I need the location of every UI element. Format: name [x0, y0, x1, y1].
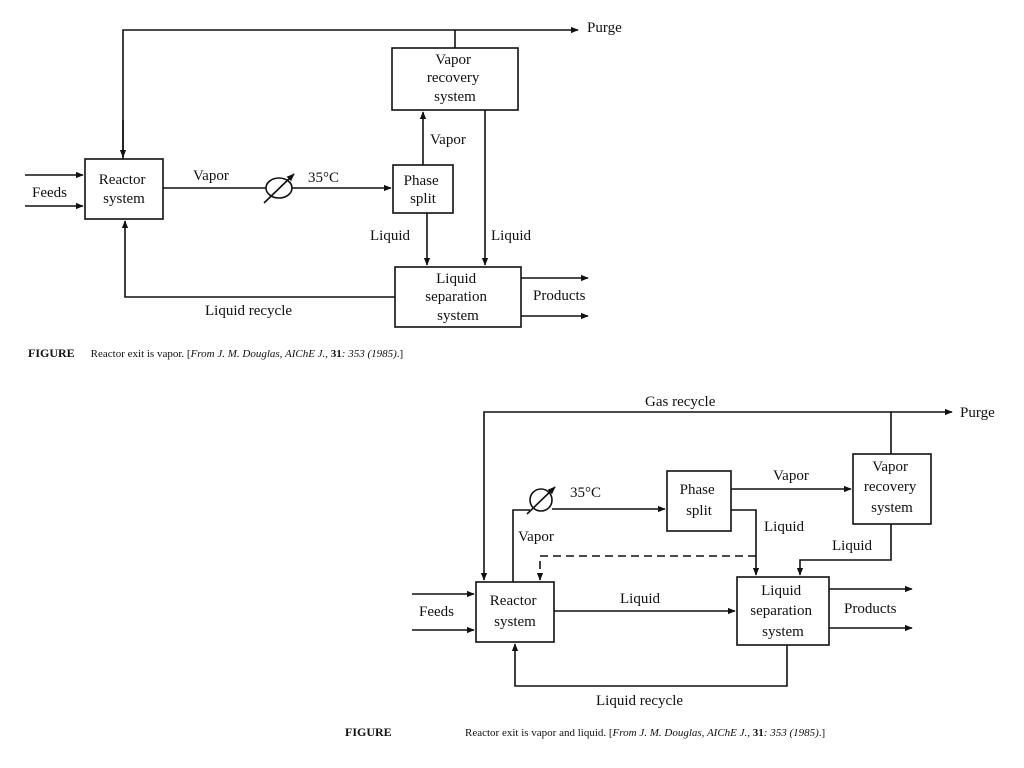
figure-1-caption: FIGURE Reactor exit is vapor. [From J. M… — [28, 344, 403, 361]
products-label: Products — [844, 601, 897, 617]
vapor-recovery-system-box — [852, 453, 932, 525]
reactor-box-label: Reactor system — [99, 172, 149, 207]
feeds-label: Feeds — [32, 185, 67, 201]
vapor-mid-label: Vapor — [773, 468, 809, 484]
figure-1: Reactor system Vapor recovery system Pha… — [25, 20, 622, 361]
reactor-system-box — [475, 581, 555, 643]
liquid-separation-system-box — [736, 576, 830, 646]
liquid-recycle-label: Liquid recycle — [596, 693, 683, 709]
purge-line — [122, 26, 579, 159]
liquid-right-label: Liquid — [491, 228, 531, 244]
reactor-box-label: Reactor system — [490, 593, 540, 630]
liquid-recycle-line — [511, 643, 788, 687]
liquid-separation-system-box — [394, 266, 522, 328]
products-label: Products — [533, 288, 586, 304]
feeds-label: Feeds — [419, 604, 454, 620]
vapor-up-label: Vapor — [430, 132, 466, 148]
vapor-left-label: Vapor — [518, 529, 554, 545]
liquid-phase-label: Liquid — [764, 519, 804, 535]
liquid-vrs-label: Liquid — [832, 538, 872, 554]
liquid-recycle-line — [121, 220, 395, 298]
phase-split-box-label: Phase split — [680, 482, 719, 519]
phase-liquid-line — [731, 509, 760, 576]
purge-label: Purge — [960, 405, 995, 421]
dashed-liquid-recycle-line — [536, 555, 756, 581]
phase-split-box-label: Phase split — [404, 173, 443, 207]
cooler-arrow-icon — [526, 486, 556, 515]
temperature-label: 35°C — [570, 485, 601, 501]
figure-2: Reactor system Phase split Vapor recover… — [345, 394, 995, 739]
reactor-vapor-line — [512, 509, 530, 582]
figure-2-caption: Reactor exit is vapor and liquid. [From … — [465, 727, 825, 739]
liquid-separation-box-label: Liquid separation system — [750, 583, 815, 640]
gas-recycle-line — [480, 411, 892, 581]
cooler-arrow-icon — [263, 173, 295, 204]
figure-2-caption-head: FIGURE — [345, 725, 392, 739]
liquid-recycle-label: Liquid recycle — [205, 303, 292, 319]
phase-split-box — [666, 470, 732, 532]
liquid-left-label: Liquid — [370, 228, 410, 244]
reactor-system-box — [84, 158, 164, 220]
gas-recycle-label: Gas recycle — [645, 394, 716, 410]
purge-label: Purge — [587, 20, 622, 36]
vapor-out-label: Vapor — [193, 168, 229, 184]
temperature-label: 35°C — [308, 170, 339, 186]
vapor-recovery-system-box — [391, 47, 519, 111]
vapor-recovery-box-label: Vapor recovery system — [864, 459, 920, 516]
vrs-liquid-line — [796, 524, 892, 576]
liquid-separation-box-label: Liquid separation system — [425, 271, 490, 324]
liquid-mid-label: Liquid — [620, 591, 660, 607]
vapor-recovery-box-label: Vapor recovery system — [427, 52, 483, 105]
phase-split-box — [392, 164, 454, 214]
